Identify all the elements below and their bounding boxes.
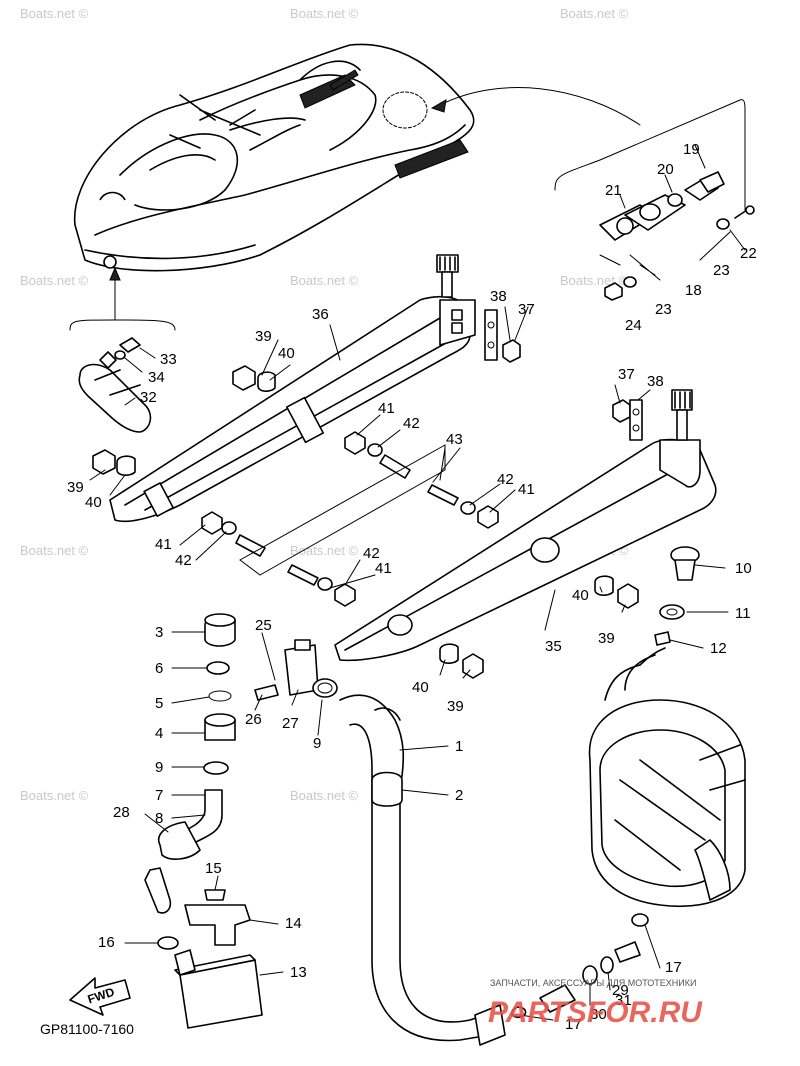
watermark: Boats.net ©	[20, 6, 89, 21]
leader-lines	[89, 306, 729, 1021]
callout: 8	[155, 810, 163, 827]
callout: 42	[497, 471, 514, 488]
callout: 42	[363, 545, 380, 562]
callout: 41	[518, 481, 535, 498]
callout: 29	[612, 982, 629, 999]
callout: 22	[740, 245, 757, 262]
brand-watermark: ЗАПЧАСТИ, АКСЕССУАРЫ ДЛЯ МОТОТЕХНИКИ PAR…	[488, 978, 703, 1029]
callout: 13	[290, 964, 307, 981]
callout: 40	[412, 679, 429, 696]
callout: 2	[455, 787, 463, 804]
plug-set	[654, 546, 700, 646]
callout: 35	[545, 638, 562, 655]
callout: 6	[155, 660, 163, 677]
callout: 41	[375, 560, 392, 577]
diagram-code: GP81100-7160	[40, 1021, 134, 1037]
callout: 32	[140, 389, 157, 406]
callout: 14	[285, 915, 302, 932]
callout: 18	[685, 282, 702, 299]
callout: 30	[590, 1006, 607, 1023]
callout: 28	[113, 804, 130, 821]
callout: 36	[312, 306, 329, 323]
svg-text:Boats.net ©: Boats.net ©	[290, 788, 359, 803]
fwd-arrow: FWD	[69, 977, 131, 1016]
callout: 11	[735, 605, 751, 622]
bracket-assembly	[78, 337, 156, 433]
callout: 17	[565, 1016, 582, 1033]
watermark: Boats.net ©	[560, 6, 629, 21]
callout: 39	[447, 698, 464, 715]
pump-housing	[588, 647, 746, 908]
callout: 26	[245, 711, 262, 728]
callout: 9	[313, 735, 321, 752]
watermark: Boats.net ©	[20, 273, 89, 288]
callout: 40	[278, 345, 295, 362]
callout: 9	[155, 759, 163, 776]
watercraft-illustration	[69, 43, 746, 331]
callout: 40	[572, 587, 589, 604]
callout: 40	[85, 494, 102, 511]
brand-name: PARTSFOR.RU	[488, 996, 703, 1029]
callout: 19	[683, 141, 700, 158]
sponson-35	[334, 389, 717, 662]
callout: 39	[67, 479, 84, 496]
callout: 10	[735, 560, 752, 577]
callout: 4	[155, 725, 163, 742]
callout: 38	[490, 288, 507, 305]
callout: 12	[710, 640, 727, 657]
callout: 39	[255, 328, 272, 345]
callout: 42	[403, 415, 420, 432]
watermark: Boats.net ©	[290, 273, 359, 288]
callout: 33	[160, 351, 177, 368]
callout: 41	[155, 536, 172, 553]
callout: 42	[175, 552, 192, 569]
watermark: Boats.net ©	[290, 6, 359, 21]
fasteners	[92, 309, 643, 679]
callout: 38	[647, 373, 664, 390]
callout: 34	[148, 369, 165, 386]
callout: 27	[282, 715, 299, 732]
callout: 41	[378, 400, 395, 417]
svg-text:Boats.net ©: Boats.net ©	[290, 543, 359, 558]
brand-tagline: ЗАПЧАСТИ, АКСЕССУАРЫ ДЛЯ МОТОТЕХНИКИ	[490, 978, 697, 988]
callout: 37	[518, 301, 535, 318]
callout: 3	[155, 624, 163, 641]
callout-numbers: 1 2 3 4 5 6 7 8 9 9 10 11 12 13 14 15 16…	[67, 141, 757, 1033]
callout: 31	[615, 992, 632, 1009]
callout: 21	[605, 182, 622, 199]
rear-cover-detail	[599, 144, 755, 301]
callout: 37	[618, 366, 635, 383]
svg-text:Boats.net ©: Boats.net ©	[20, 788, 89, 803]
callout: 43	[446, 431, 463, 448]
watermark: Boats.net ©	[20, 543, 89, 558]
sponson-36	[109, 254, 476, 523]
callout: 16	[98, 934, 115, 951]
outlet-fittings	[510, 913, 649, 1018]
left-parts	[144, 613, 338, 1029]
callout: 1	[455, 738, 463, 755]
callout: 5	[155, 695, 163, 712]
callout: 25	[255, 617, 272, 634]
callout: 24	[625, 317, 642, 334]
callout: 39	[598, 630, 615, 647]
callout: 20	[657, 161, 674, 178]
callout: 15	[205, 860, 222, 877]
callout: 23	[713, 262, 730, 279]
callout: 7	[155, 787, 163, 804]
callout: 17	[665, 959, 682, 976]
callout: 23	[655, 301, 672, 318]
main-hose	[339, 694, 506, 1046]
